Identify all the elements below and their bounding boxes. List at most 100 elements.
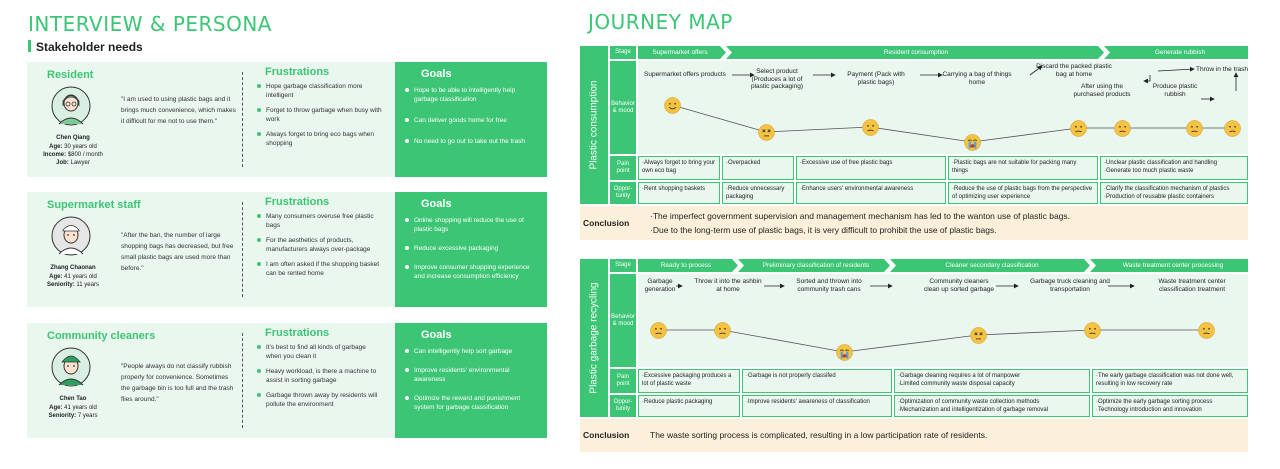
opportunity-row: ·Reduce plastic packaging ·Improve resid…: [638, 395, 1248, 417]
supermarket-staff-avatar-icon: [51, 216, 91, 256]
persona-info: Age: 41 years old Seniority: 11 years: [47, 274, 99, 288]
interview-persona-title: INTERVIEW & PERSONA: [28, 12, 272, 36]
goal-item: Improve consumer shopping experience and…: [405, 263, 539, 281]
frustrations-list: Hope garbage classification more intelli…: [257, 82, 382, 154]
journey-map-plastic-consumption: Plastic consumption Stage Behavior & moo…: [580, 46, 1248, 240]
pain-point-cell: ·Plastic bags are not suitable for packi…: [948, 156, 1098, 180]
persona-card-resident: Resident Chen Qiang Age: 30 years old In…: [27, 62, 547, 177]
community-cleaner-avatar-icon: [51, 347, 91, 387]
neutral-face-icon: [1186, 120, 1203, 137]
journey-step: Garbage truck cleaning and transportatio…: [1030, 278, 1110, 293]
frustration-item: Many consumers overuse free plastic bags: [257, 212, 382, 230]
goal-item: Online shopping will reduce the use of p…: [405, 216, 539, 234]
journey-step: Throw in the trash: [1196, 66, 1249, 73]
mood-line: [658, 283, 1206, 353]
goal-item: No need to go out to take out the trash: [405, 137, 539, 146]
persona-role: Resident: [47, 69, 94, 81]
pain-point-cell: ·Garbage cleaning requires a lot of manp…: [894, 369, 1090, 393]
frustration-item: Heavy workload, is there a machine to as…: [257, 367, 382, 385]
dizzy-face-icon: [970, 327, 987, 344]
row-label-behavior: Behavior & mood: [610, 274, 636, 367]
frustration-item: Always forget to bring eco bags when sho…: [257, 130, 382, 148]
stage-label: Supermarket offers: [652, 49, 708, 56]
stage-label: Generate rubbish: [1154, 49, 1206, 56]
journey-step: Community cleaners clean up sorted garba…: [923, 278, 995, 293]
pain-point-cell: ·Excessive packaging produces a lot of p…: [638, 369, 740, 393]
opportunity-cell: ·Reduce the use of plastic bags from the…: [948, 182, 1098, 204]
journey-step: Sorted and thrown into community trash c…: [796, 278, 862, 293]
opportunity-cell: ·Rent shopping baskets: [638, 182, 720, 204]
stage-label: Preliminary classification of residents: [762, 262, 870, 269]
goals-title: Goals: [421, 198, 452, 210]
journey-step: Payment (Pack with plastic bags): [847, 71, 905, 86]
opportunity-cell: ·Reduce unnecessary packaging: [722, 182, 794, 204]
opportunity-cell: ·Reduce plastic packaging: [638, 395, 740, 417]
frustrations-list: Many consumers overuse free plastic bags…: [257, 212, 382, 284]
frustration-item: Hope garbage classification more intelli…: [257, 82, 382, 100]
behavior-mood-area: Supermarket offers products Select produ…: [638, 61, 1248, 154]
conclusion-label: Conclusion: [583, 218, 630, 228]
persona-name: Zhang Chaonan: [50, 265, 96, 271]
persona-name: Chen Qiang: [56, 135, 90, 141]
persona-role: Community cleaners: [47, 330, 156, 342]
pain-point-cell: ·Always forget to bring your own eco bag: [638, 156, 720, 180]
crying-face-icon: [836, 344, 853, 361]
persona-card-supermarket-staff: Supermarket staff Zhang Chaonan Age: 41 …: [27, 192, 547, 307]
journey-step: Supermarket offers products: [644, 71, 726, 78]
frustration-item: Garbage thrown away by residents will po…: [257, 391, 382, 409]
persona-info: Age: 30 years old Income: $800 / month J…: [43, 144, 103, 166]
journey-step: After using the purchased products: [1073, 83, 1131, 98]
neutral-face-icon: [714, 322, 731, 339]
happy-face-icon: [664, 97, 681, 114]
journey-map-label: Plastic garbage recycling: [580, 259, 608, 417]
goal-item: Optimize the reward and punishment syste…: [405, 394, 539, 412]
conclusion-text: The waste sorting process is complicated…: [650, 430, 988, 440]
row-label-stage: Stage: [610, 259, 636, 272]
row-label-behavior: Behavior & mood: [610, 61, 636, 154]
conclusion-row: Conclusion The waste sorting process is …: [580, 419, 1248, 452]
goal-item: Can deliver goods home for free: [405, 116, 539, 125]
frustrations-title: Frustrations: [265, 327, 330, 339]
goals-panel: Goals Online shopping will reduce the us…: [395, 192, 547, 307]
goal-item: Improve residents' environmental awarene…: [405, 366, 539, 384]
stage-label: Ready to process: [660, 262, 712, 269]
row-label-opportunity: Oppor- tunity: [610, 395, 636, 417]
persona-quote: "I am used to using plastic bags and it …: [121, 96, 236, 125]
opportunity-cell: ·Optimize the early garbage sorting proc…: [1092, 395, 1248, 417]
frustration-item: Forget to throw garbage when busy with w…: [257, 106, 382, 124]
card-divider: [242, 202, 243, 297]
pain-point-cell: ·Excessive use of free plastic bags: [796, 156, 946, 180]
row-label-stage: Stage: [610, 46, 636, 59]
opportunity-cell: ·Optimization of community waste collect…: [894, 395, 1090, 417]
frustration-item: It's best to find all kinds of garbage w…: [257, 343, 382, 361]
opportunity-cell: ·Clarify the classification mechanism of…: [1100, 182, 1248, 204]
frustration-item: For the aesthetics of products, manufact…: [257, 236, 382, 254]
journey-step: Select product (Produces a lot of plasti…: [750, 68, 804, 90]
journey-step: Carrying a bag of things home: [942, 71, 1012, 86]
journey-map-title: JOURNEY MAP: [588, 10, 733, 34]
persona-card-community-cleaners: Community cleaners Chen Tao Age: 41 year…: [27, 323, 547, 438]
stage-arrows: [720, 46, 1110, 59]
journey-step: Produce plastic rubbish: [1152, 83, 1198, 98]
stage-label: Waste treatment center processing: [1122, 262, 1224, 269]
conclusion-text: ·The imperfect government supervision an…: [650, 211, 1071, 235]
pain-point-row: ·Always forget to bring your own eco bag…: [638, 156, 1248, 180]
dizzy-face-icon: [758, 124, 775, 141]
goals-panel: Goals Can intelligently help sort garbag…: [395, 323, 547, 438]
stakeholder-needs-subtitle: Stakeholder needs: [28, 40, 143, 54]
persona-quote: "People always do not classify rubbish p…: [121, 363, 234, 403]
row-label-opportunity: Oppor- tunity: [610, 182, 636, 204]
frustrations-title: Frustrations: [265, 66, 330, 78]
mood-line: [671, 65, 1239, 143]
pain-point-cell: ·Unclear plastic classification and hand…: [1100, 156, 1248, 180]
journey-step: Garbage generation: [644, 278, 676, 293]
goals-title: Goals: [421, 68, 452, 80]
neutral-face-icon: [1114, 120, 1131, 137]
journey-step: Discard the packed plastic bag at home: [1036, 63, 1112, 78]
stage-bar: Ready to process Preliminary classificat…: [638, 259, 1248, 272]
conclusion-row: Conclusion ·The imperfect government sup…: [580, 206, 1248, 240]
stage-bar: Supermarket offers Resident consumption …: [638, 46, 1248, 59]
opportunity-cell: ·Improve residents' awareness of classif…: [742, 395, 892, 417]
pain-point-row: ·Excessive packaging produces a lot of p…: [638, 369, 1248, 393]
journey-step: Throw it into the ashbin at home: [694, 278, 762, 293]
